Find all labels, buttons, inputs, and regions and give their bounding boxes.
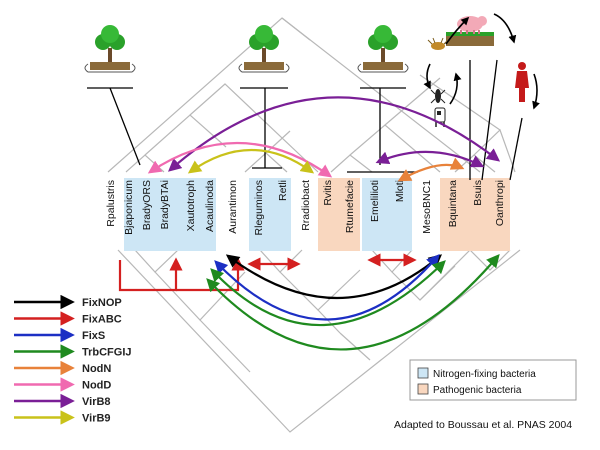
nitrogen-swatch (417, 367, 429, 379)
plant-icon (357, 25, 409, 73)
credit-text: Adapted to Boussau et al. PNAS 2004 (394, 419, 572, 431)
plant-icon (84, 25, 136, 73)
tick-icon (427, 37, 449, 50)
nitrogen-key-label: Nitrogen-fixing bacteria (433, 369, 536, 380)
pig-icon (446, 16, 494, 46)
taxon-label: Aurantimon (227, 180, 239, 234)
insect-icon (430, 89, 446, 104)
taxon-label: Rleguminos (253, 180, 265, 235)
legend-label: FixABC (82, 314, 122, 326)
taxon-label: Rpalustris (105, 180, 117, 227)
taxon-label: Emelilioti (369, 180, 381, 222)
nitrogen-fixing-boxes (124, 178, 412, 251)
pathogen-box-agrobacterium (318, 178, 360, 251)
gene-tree (117, 249, 521, 433)
taxon-label: Rradiobact (300, 180, 312, 231)
pathogen-box-brucella (440, 178, 510, 251)
nodd-arrow (147, 141, 333, 178)
legend-label: VirB8 (82, 396, 111, 408)
legend: FixNOP FixABC FixS TrbCFGIJ NodN NodD VirB8Vir… (14, 294, 132, 425)
pathogenic-boxes (318, 178, 510, 251)
nodn-arrow (397, 157, 465, 182)
trbcfgij-arrow-2 (206, 253, 500, 351)
nitrogen-box-rhizobium (249, 178, 291, 251)
taxon-label: Rtumefacie (344, 180, 356, 233)
taxon-label: Oanthropi (494, 180, 506, 226)
taxon-label: MesoBNC1 (421, 180, 433, 234)
pathogen-swatch (417, 383, 429, 395)
color-key: Nitrogen-fixing bacteria Pathogenic bact… (409, 359, 577, 401)
transfer-arrows (118, 96, 501, 351)
fixabc-arrow-left (118, 257, 183, 292)
virb9-arrow (187, 148, 315, 174)
taxon-label: Bjaponicum (123, 180, 135, 235)
fixs-arrow (214, 254, 440, 321)
nitrogen-box-bradyrhizobia (124, 178, 216, 251)
legend-label: VirB9 (82, 413, 111, 425)
virb8-arrow-short (375, 150, 485, 168)
taxon-label: Retli (277, 180, 289, 201)
taxon-label: Acaulinoda (204, 180, 216, 232)
pathogen-key-label: Pathogenic bacteria (433, 385, 522, 396)
virb8-arrow (168, 96, 501, 172)
taxon-label: Mloti (394, 180, 406, 202)
legend-label: NodD (82, 380, 111, 392)
host-cycle-arrows (423, 13, 540, 110)
plant-icon (238, 25, 290, 73)
taxon-label: BradyBTAi (159, 180, 171, 229)
legend-label: FixS (82, 330, 105, 342)
taxon-label: BradyORS (141, 180, 153, 230)
legend-label: TrbCFGIJ (82, 347, 132, 359)
legend-label: FixNOP (82, 297, 122, 309)
human-icon (515, 62, 529, 102)
taxon-label: Xautotroph (185, 180, 197, 232)
taxon-labels: Rpalustris Bjaponicum BradyORS BradyBTAi… (105, 180, 506, 236)
taxon-label: Bquintana (447, 180, 459, 227)
nitrogen-box-sinorhizobium (362, 178, 412, 251)
taxon-label: Rvitis (322, 180, 334, 206)
taxon-label: Bsuis (472, 180, 484, 206)
legend-label: NodN (82, 363, 111, 375)
